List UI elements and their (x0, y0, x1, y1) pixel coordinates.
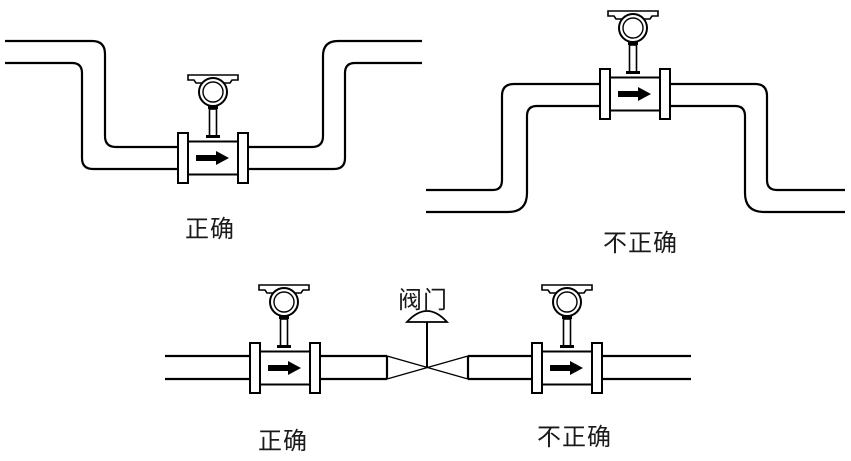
pipe-outer-wall (5, 39, 178, 149)
scenario-bottom (165, 284, 691, 394)
pipe-inner-wall (5, 61, 178, 171)
pipe-outer-wall (248, 39, 422, 149)
pipe-downstream (603, 354, 691, 381)
pipe-outer-wall (670, 82, 845, 192)
label-valve: 阀门 (398, 286, 448, 314)
pipe-outer-wall (426, 82, 600, 192)
label-top-left-correct: 正确 (185, 215, 235, 243)
flowmeter-head-icon (258, 284, 310, 349)
pipe-meter-to-valve (320, 354, 389, 381)
pipe-inner-wall (248, 61, 422, 171)
flowmeter-icon (599, 68, 671, 120)
flowmeter-head-icon (607, 10, 659, 75)
pipe-inner-wall (426, 104, 600, 214)
flowmeter-icon (531, 342, 603, 394)
flowmeter-icon (177, 132, 249, 184)
flowmeter-icon (249, 342, 321, 394)
flowmeter-head-icon (187, 74, 239, 139)
label-bottom-right-incorrect: 不正确 (537, 423, 612, 451)
scenario-top-right (426, 10, 845, 214)
gate-valve-icon (386, 310, 469, 380)
label-top-right-incorrect: 不正确 (603, 229, 678, 257)
scenario-top-left (5, 39, 422, 184)
flowmeter-head-icon (541, 284, 593, 349)
label-bottom-left-correct: 正确 (258, 427, 308, 455)
pipe-upstream (165, 354, 250, 381)
pipe-inner-wall (670, 104, 845, 214)
pipe-valve-to-meter (466, 354, 532, 381)
